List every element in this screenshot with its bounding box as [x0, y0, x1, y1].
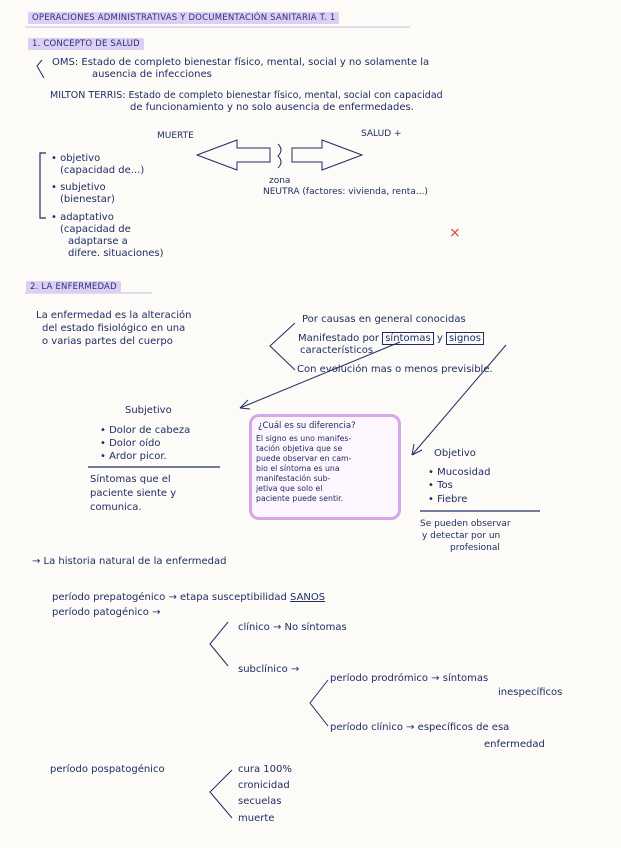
salud-label: SALUD + [361, 129, 402, 139]
subjetivo-note-3: comunica. [90, 502, 142, 513]
oms-line-1: OMS: Estado de completo bienestar físico… [52, 57, 430, 68]
outcome-secuelas: secuelas [238, 796, 282, 807]
diferencia-line-7: paciente puede sentir. [256, 494, 344, 503]
manifestado-label: Manifestado por [298, 333, 380, 344]
oms-brace [36, 59, 45, 79]
enfermedad-def-3: o varias partes del cuerpo [42, 336, 173, 347]
list-adaptativo-desc-2: adaptarse a [68, 236, 128, 247]
diferencia-line-4: bio el síntoma es una [256, 464, 340, 473]
milton-line-1: MILTON TERRIS: Estado de completo bienes… [50, 90, 443, 101]
por-causas: Por causas en general conocidas [302, 314, 466, 325]
outcome-cronicidad: cronicidad [238, 780, 290, 791]
subjetivo-item-1: • Dolor de cabeza [100, 425, 191, 436]
zona-squiggle [277, 143, 282, 169]
subjetivo-item-2: • Dolor oído [100, 438, 161, 449]
zona-label: zona [269, 176, 291, 186]
list-adaptativo-desc-3: difere. situaciones) [68, 248, 164, 259]
enfermedad-def-2: del estado fisiológico en una [42, 323, 186, 334]
objetivo-item-2: • Tos [428, 480, 453, 491]
neutra-label: NEUTRA (factores: vivienda, renta...) [263, 187, 428, 197]
muerte-label: MUERTE [157, 131, 194, 141]
enfermedad-line: enfermedad [484, 739, 545, 750]
list-subjetivo: • subjetivo [51, 182, 106, 193]
prodromico-line: período prodrómico → síntomas [330, 673, 489, 684]
diferencia-line-2: tación objetiva que se [256, 444, 343, 453]
section-1-heading: 1. CONCEPTO DE SALUD [28, 38, 144, 50]
diferencia-line-1: El signo es uno manifes- [256, 434, 352, 443]
list-subjetivo-desc: (bienestar) [60, 194, 115, 205]
subclinico-line: subclínico → [238, 664, 300, 675]
oms-line-2: ausencia de infecciones [92, 69, 212, 80]
caracteristicos: característicos [300, 345, 374, 356]
pospatogenico-brace [209, 769, 233, 819]
list-objetivo-desc: (capacidad de...) [60, 165, 145, 176]
subjetivo-title: Subjetivo [125, 405, 172, 416]
section-2-heading: 2. LA ENFERMEDAD [26, 281, 121, 293]
periodo-clinico-line: período clínico → específicos de esa [330, 722, 510, 733]
clinico-line: clínico → No síntomas [238, 622, 347, 633]
prepatogenico-line: período prepatogénico → etapa susceptibi… [52, 592, 287, 603]
subjetivo-item-3: • Ardor picor. [100, 451, 167, 462]
subjetivo-note-2: paciente siente y [90, 488, 177, 499]
y-letter: y [436, 333, 443, 344]
milton-line-2: de funcionamiento y no solo ausencia de … [130, 102, 414, 113]
arrow-to-subjetivo [239, 341, 401, 409]
list-adaptativo: • adaptativo [51, 212, 114, 223]
patogenico-brace [209, 621, 229, 667]
enfermedad-def-1: La enfermedad es la alteración [36, 310, 192, 321]
section-3-heading: → La historia natural de la enfermedad [32, 556, 227, 567]
objetivo-note-3: profesional [450, 543, 500, 553]
evolucion: Con evolución mas o menos previsible. [297, 364, 493, 375]
outcome-cura: cura 100% [238, 764, 292, 775]
red-x-mark: × [449, 225, 461, 241]
objetivo-note-2: y detectar por un [422, 531, 501, 541]
subjetivo-note-1: Síntomas que el [90, 474, 171, 485]
objetivo-item-1: • Mucosidad [428, 467, 491, 478]
list-objetivo: • objetivo [51, 153, 101, 164]
outcome-muerte: muerte [238, 813, 275, 824]
inespecificos-line: inespecíficos [498, 687, 563, 698]
arrow-to-objetivo [411, 344, 507, 456]
diferencia-box: ¿Cuál es su diferencia? El signo es uno … [249, 414, 401, 520]
subclinico-brace [309, 679, 329, 727]
signos-box: signos [445, 332, 484, 345]
page-title: OPERACIONES ADMINISTRATIVAS Y DOCUMENTAC… [28, 12, 340, 24]
diferencia-title: ¿Cuál es su diferencia? [258, 421, 356, 431]
double-arrow [195, 139, 364, 171]
pospatogenico-line: período pospatogénico [50, 764, 165, 775]
sintomas-box: síntomas [382, 332, 434, 345]
list-adaptativo-desc-1: (capacidad de [60, 224, 131, 235]
diferencia-line-5: manifestación sub- [256, 474, 331, 483]
sanos-label: SANOS [290, 592, 326, 603]
patogenico-line: período patogénico → [52, 607, 161, 618]
diferencia-line-6: jetiva que solo el [256, 484, 323, 493]
list-bracket [39, 152, 46, 219]
enfermedad-brace [269, 322, 296, 371]
objetivo-title: Objetivo [434, 448, 476, 459]
objetivo-item-3: • Fiebre [428, 494, 468, 505]
diferencia-line-3: puede observar en cam- [256, 454, 352, 463]
objetivo-note-1: Se pueden observar [420, 519, 511, 529]
